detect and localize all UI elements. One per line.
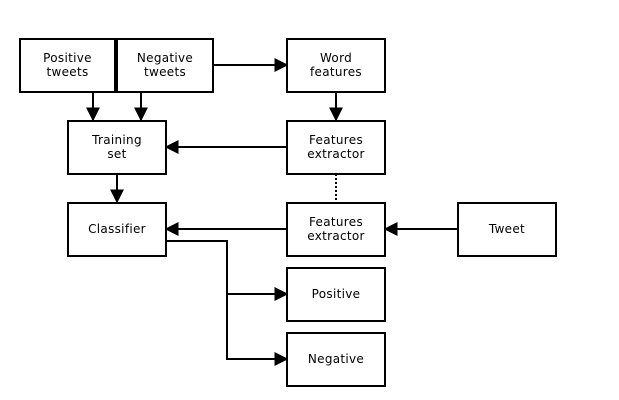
node-label: Classifier xyxy=(88,222,146,236)
node-label: Training xyxy=(91,133,142,147)
node-features-extractor-bottom: Features extractor xyxy=(286,202,386,257)
node-label: features xyxy=(310,65,362,79)
node-positive-tweets: Positive tweets xyxy=(19,38,116,93)
node-classifier: Classifier xyxy=(67,202,167,257)
node-label: set xyxy=(107,147,126,161)
node-label: Positive xyxy=(312,287,361,301)
edges xyxy=(86,58,458,366)
node-training-set: Training set xyxy=(67,120,167,175)
node-label: Word xyxy=(320,51,352,65)
node-label: tweets xyxy=(144,65,186,79)
node-label: Positive xyxy=(43,51,92,65)
node-label: Features xyxy=(309,133,363,147)
node-label: Tweet xyxy=(488,222,525,236)
node-tweet: Tweet xyxy=(457,202,557,257)
edge-classifier-to-negative xyxy=(226,294,289,366)
node-label: tweets xyxy=(46,65,88,79)
node-word-features: Word features xyxy=(286,38,386,93)
node-features-extractor-top: Features extractor xyxy=(286,120,386,175)
node-negative: Negative xyxy=(286,332,386,387)
node-positive: Positive xyxy=(286,267,386,322)
node-negative-tweets: Negative tweets xyxy=(116,38,214,93)
node-label: Negative xyxy=(137,51,193,65)
node-label: Features xyxy=(309,215,363,229)
node-label: Negative xyxy=(308,352,364,366)
edge-classifier-to-positive xyxy=(166,240,289,301)
node-label: extractor xyxy=(307,147,365,161)
node-label: extractor xyxy=(307,229,365,243)
